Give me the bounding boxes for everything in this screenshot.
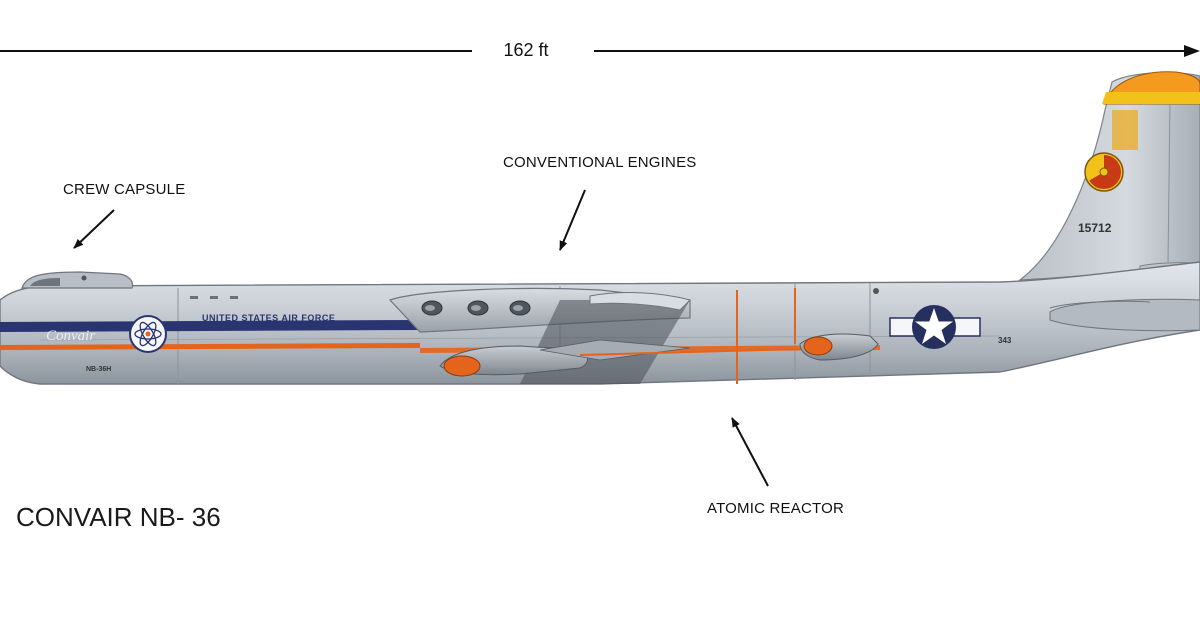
jet-pod-inner bbox=[439, 339, 691, 377]
tail-number: 15712 bbox=[1078, 221, 1112, 235]
jet-pod-outer bbox=[799, 333, 879, 361]
engine-intakes bbox=[421, 300, 531, 316]
white-star-icon bbox=[915, 308, 953, 344]
conventional-engines-label: CONVENTIONAL ENGINES bbox=[503, 154, 697, 171]
crew-capsule-label: CREW CAPSULE bbox=[63, 181, 186, 198]
dimension-arrow-right bbox=[1184, 45, 1200, 57]
conventional-engines-arrow bbox=[559, 189, 586, 251]
usaf-roundel-icon bbox=[889, 305, 981, 349]
tail-panel-yellow bbox=[1112, 110, 1138, 150]
crew-capsule-arrow bbox=[73, 209, 115, 249]
atomic-reactor-label: ATOMIC REACTOR bbox=[707, 500, 844, 517]
tail-cap-stripe bbox=[1102, 92, 1200, 104]
radiation-symbol-icon bbox=[1084, 152, 1124, 192]
vertical-tail: 15712 bbox=[1018, 71, 1200, 281]
atomic-reactor-arrow bbox=[731, 417, 769, 487]
fuselage-stripe-blue bbox=[0, 320, 420, 332]
rear-code: 343 bbox=[998, 336, 1012, 345]
reactor-piping bbox=[579, 288, 801, 384]
nose-code: NB-36H bbox=[86, 366, 111, 373]
length-dimension-label: 162 ft bbox=[503, 40, 549, 60]
wing-assembly bbox=[388, 287, 879, 384]
rear-fuselage-details bbox=[873, 288, 1200, 332]
diagram-title: CONVAIR NB- 36 bbox=[16, 502, 221, 532]
atom-logo-icon bbox=[129, 315, 167, 353]
air-force-lettering: UNITED STATES AIR FORCE bbox=[202, 313, 335, 323]
dimension-line bbox=[0, 45, 1200, 57]
brand-wordmark: Convair bbox=[46, 328, 95, 344]
fuselage-stripe-orange bbox=[0, 343, 420, 350]
